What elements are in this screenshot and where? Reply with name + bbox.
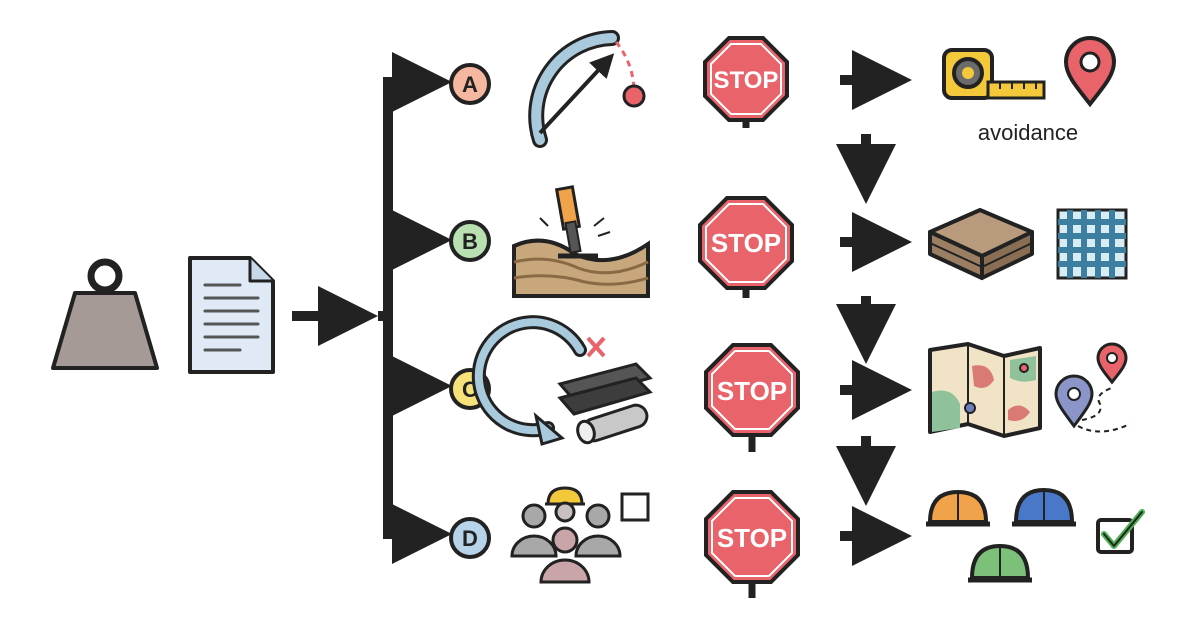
control-caption-a: avoidance xyxy=(978,120,1078,145)
stop-sign-a: STOP xyxy=(703,36,789,128)
badge-b: B xyxy=(449,220,491,262)
stop-sign-c: STOP xyxy=(704,343,800,452)
mat-stack-icon xyxy=(928,208,1034,280)
badge-b-label: B xyxy=(462,229,478,254)
row-c: C STOP xyxy=(449,315,1131,452)
ground-compaction-icon xyxy=(512,185,650,298)
stop-sign-d: STOP xyxy=(704,490,800,598)
site-map-icon xyxy=(928,342,1042,438)
badge-d: D xyxy=(449,517,491,559)
crew-group-icon xyxy=(510,486,650,584)
stop-label-b: STOP xyxy=(711,228,781,258)
weight-icon xyxy=(51,258,159,370)
badge-d-label: D xyxy=(462,526,478,551)
stop-label-d: STOP xyxy=(717,523,787,553)
rotating-load-icon xyxy=(471,315,653,446)
swing-radius-icon xyxy=(528,30,646,148)
document-icon xyxy=(188,256,275,374)
grid-mesh-icon xyxy=(1056,208,1128,280)
route-pins-icon xyxy=(1054,342,1131,433)
hard-hats-icon xyxy=(926,487,1076,583)
tape-measure-icon xyxy=(942,48,1046,100)
location-pin-icon xyxy=(1063,36,1117,108)
stop-label-c: STOP xyxy=(717,376,787,406)
badge-a-label: A xyxy=(462,72,478,97)
stop-label-a: STOP xyxy=(714,67,779,94)
flow-connectors xyxy=(292,52,452,564)
row-a: A STOP avoidance xyxy=(449,30,1117,148)
row-d: D STOP xyxy=(449,486,1145,598)
checkbox-icon xyxy=(1096,509,1145,554)
row-b: B STOP xyxy=(449,185,1128,298)
badge-a: A xyxy=(449,63,491,105)
stop-sign-b: STOP xyxy=(698,196,794,298)
